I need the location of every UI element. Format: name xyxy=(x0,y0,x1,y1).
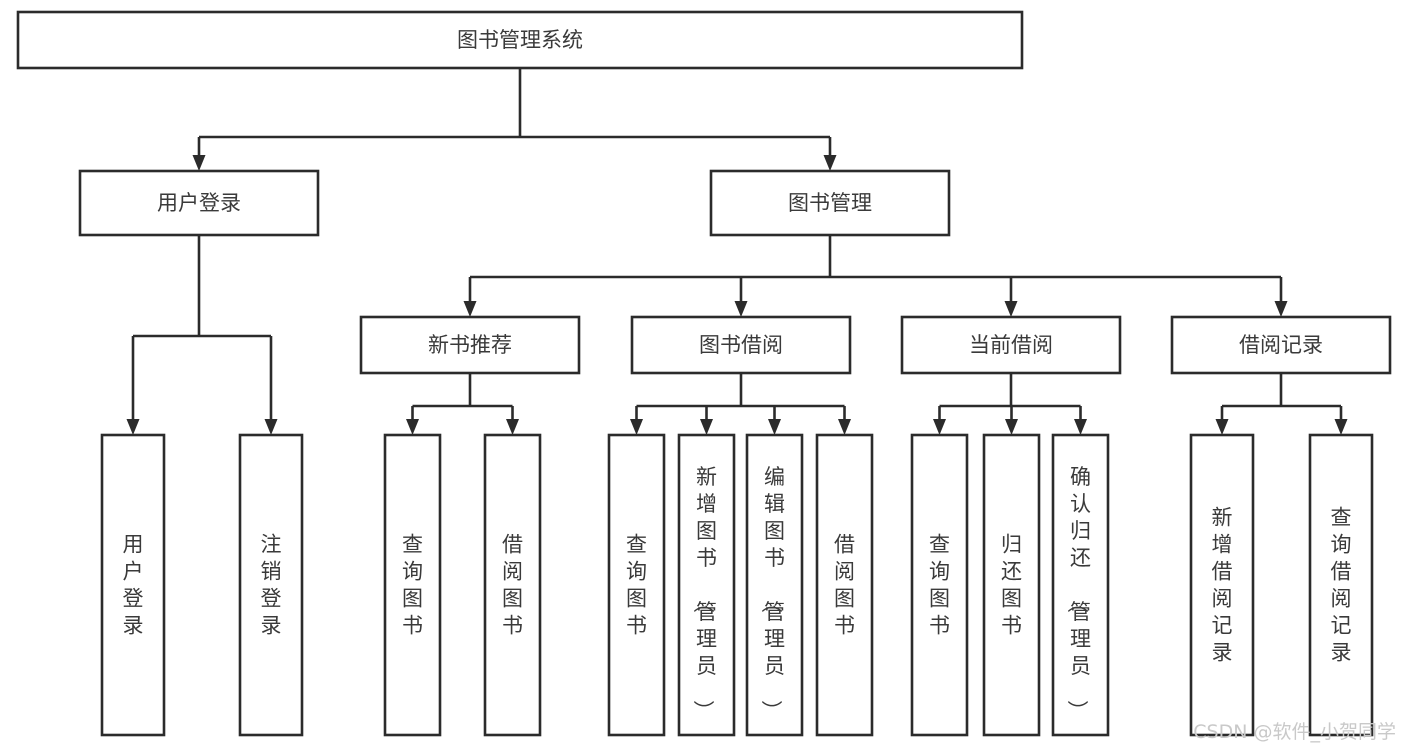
arrow-head-icon xyxy=(1074,419,1087,435)
diagram-node-leaf-user-logout[interactable]: 注销登录 xyxy=(238,433,304,737)
node-label: 查询借阅记录 xyxy=(1331,506,1352,665)
node-box xyxy=(1051,433,1110,737)
arrow-head-icon xyxy=(630,419,643,435)
node-box xyxy=(483,433,542,737)
node-box xyxy=(1308,433,1374,737)
diagram-node-leaf-borrow-add[interactable]: 新增图书（管理员） xyxy=(677,433,736,737)
watermark-label: CSDN @软件_小贺同学 xyxy=(1193,721,1396,743)
node-box xyxy=(982,433,1041,737)
diagram-node-leaf-borrow-do[interactable]: 借阅图书 xyxy=(815,433,874,737)
node-box xyxy=(100,433,166,737)
arrow-head-icon xyxy=(1004,301,1018,317)
node-box xyxy=(630,315,852,375)
node-box xyxy=(16,10,1024,70)
node-box xyxy=(78,169,320,237)
arrow-head-icon xyxy=(768,419,781,435)
node-label: 注销登录 xyxy=(261,533,282,638)
node-label: 新增借阅记录 xyxy=(1212,506,1233,665)
diagram-node-book-manage[interactable]: 图书管理 xyxy=(709,169,951,237)
diagram-node-leaf-rec-query[interactable]: 查询图书 xyxy=(383,433,442,737)
node-box xyxy=(815,433,874,737)
arrow-head-icon xyxy=(192,155,206,171)
node-box xyxy=(910,433,969,737)
node-label: 用户登录 xyxy=(157,191,241,215)
node-label: 当前借阅 xyxy=(969,333,1053,357)
arrow-head-icon xyxy=(1334,419,1348,435)
node-box xyxy=(745,433,804,737)
arrow-head-icon xyxy=(506,419,519,435)
node-box xyxy=(709,169,951,237)
node-label: 图书借阅 xyxy=(699,333,783,357)
node-box xyxy=(238,433,304,737)
node-box xyxy=(383,433,442,737)
node-box xyxy=(677,433,736,737)
node-label: 确认归还（管理员） xyxy=(1065,465,1091,721)
node-label: 新书推荐 xyxy=(428,333,512,357)
node-box xyxy=(1170,315,1392,375)
node-label: 图书管理 xyxy=(788,191,872,215)
diagram-node-leaf-rec-borrow[interactable]: 借阅图书 xyxy=(483,433,542,737)
node-layer: 图书管理系统用户登录图书管理新书推荐图书借阅当前借阅借阅记录用户登录注销登录查询… xyxy=(16,10,1392,737)
node-box xyxy=(900,315,1122,375)
diagram-node-leaf-user-login[interactable]: 用户登录 xyxy=(100,433,166,737)
arrow-head-icon xyxy=(1005,419,1018,435)
diagram-node-user-login[interactable]: 用户登录 xyxy=(78,169,320,237)
node-label: 编辑图书（管理员） xyxy=(759,465,785,721)
diagram-node-leaf-borrow-edit[interactable]: 编辑图书（管理员） xyxy=(745,433,804,737)
node-label: 借阅图书 xyxy=(502,533,523,638)
arrow-head-icon xyxy=(406,419,419,435)
diagram-node-leaf-rec-search[interactable]: 查询借阅记录 xyxy=(1308,433,1374,737)
arrow-head-icon xyxy=(1215,419,1229,435)
arrow-head-icon xyxy=(838,419,851,435)
arrow-head-icon xyxy=(1274,301,1288,317)
diagram-node-book-borrow[interactable]: 图书借阅 xyxy=(630,315,852,375)
node-label: 借阅图书 xyxy=(834,533,855,638)
node-label: 新增图书（管理员） xyxy=(691,465,717,721)
arrow-head-icon xyxy=(700,419,713,435)
diagram-node-current-borrow[interactable]: 当前借阅 xyxy=(900,315,1122,375)
diagram-node-leaf-cur-return[interactable]: 归还图书 xyxy=(982,433,1041,737)
diagram-node-leaf-cur-query[interactable]: 查询图书 xyxy=(910,433,969,737)
diagram-node-borrow-record[interactable]: 借阅记录 xyxy=(1170,315,1392,375)
diagram-node-new-book-rec[interactable]: 新书推荐 xyxy=(359,315,581,375)
arrow-head-icon xyxy=(126,419,140,435)
diagram-node-root[interactable]: 图书管理系统 xyxy=(16,10,1024,70)
diagram-node-leaf-cur-confirm[interactable]: 确认归还（管理员） xyxy=(1051,433,1110,737)
diagram-node-leaf-rec-add[interactable]: 新增借阅记录 xyxy=(1189,433,1255,737)
node-label: 查询图书 xyxy=(626,533,647,638)
node-box xyxy=(359,315,581,375)
connector-layer xyxy=(126,68,1348,435)
arrow-head-icon xyxy=(933,419,946,435)
node-box xyxy=(1189,433,1255,737)
node-label: 查询图书 xyxy=(929,533,950,638)
arrow-head-icon xyxy=(734,301,748,317)
node-label: 借阅记录 xyxy=(1239,333,1323,357)
node-label: 图书管理系统 xyxy=(457,28,583,52)
node-box xyxy=(607,433,666,737)
diagram-node-leaf-borrow-query[interactable]: 查询图书 xyxy=(607,433,666,737)
arrow-head-icon xyxy=(823,155,837,171)
arrow-head-icon xyxy=(463,301,477,317)
arrow-head-icon xyxy=(264,419,278,435)
node-label: 用户登录 xyxy=(123,533,144,638)
node-label: 归还图书 xyxy=(1001,533,1022,638)
node-label: 查询图书 xyxy=(402,533,423,638)
